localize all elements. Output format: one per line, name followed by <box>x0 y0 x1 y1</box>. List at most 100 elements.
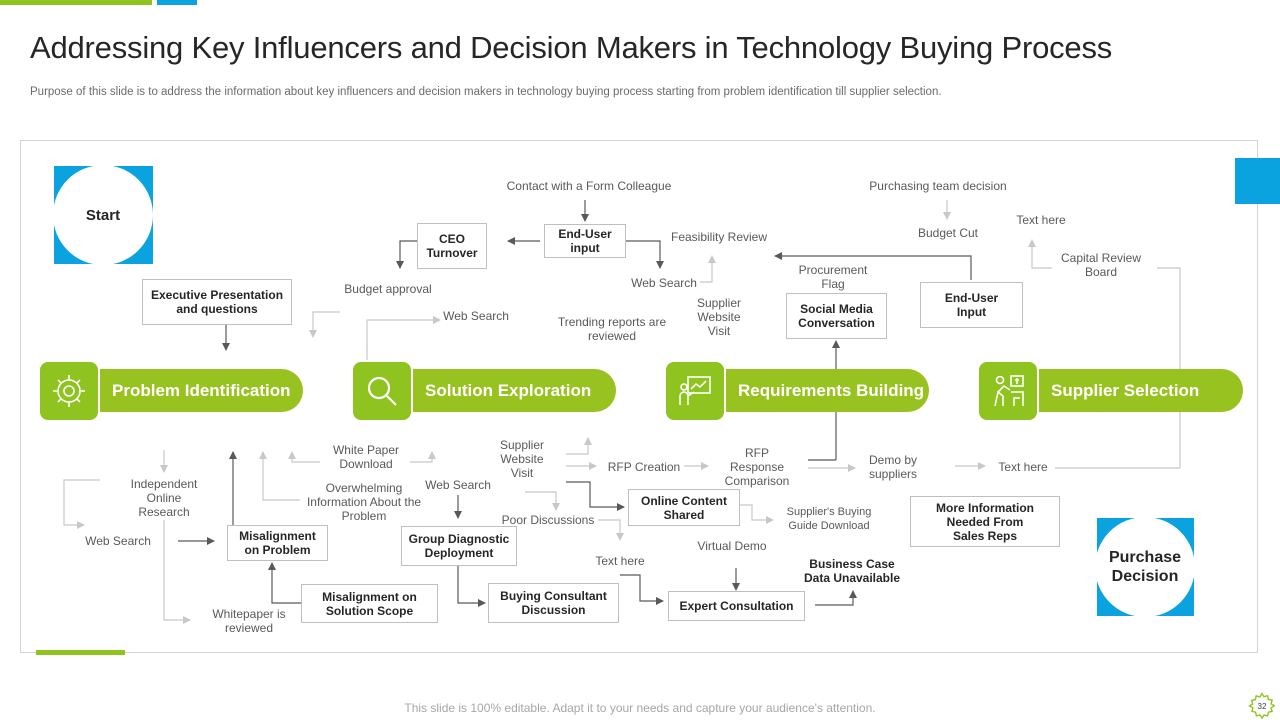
page-subtitle: Purpose of this slide is to address the … <box>30 86 942 98</box>
presentation-icon <box>664 360 726 422</box>
arrow-texthere-to-expert <box>620 574 664 605</box>
label-budget-approval: Budget approval <box>344 282 432 296</box>
box-line: on Problem <box>244 543 311 557</box>
box-line: Conversation <box>798 316 875 330</box>
frame-accent-bar <box>36 650 125 655</box>
box-line: Discussion <box>521 603 586 617</box>
purchase-decision-line1: Purchase <box>1108 549 1182 566</box>
label-poor-discussions: Poor Discussions <box>501 513 595 527</box>
box-line: End-User <box>944 291 999 305</box>
box-more-information: More Information Needed From Sales Reps <box>910 496 1060 547</box>
box-expert-consultation: Expert Consultation <box>668 591 805 621</box>
label-text-here-right: Text here <box>998 460 1048 474</box>
start-circle: Start <box>53 165 153 265</box>
label-contact-colleague: Contact with a Form Colleague <box>506 179 672 193</box>
right-accent-tab <box>1235 158 1280 204</box>
box-misalignment-problem: Misalignment on Problem <box>227 525 328 561</box>
box-line: input <box>570 241 600 255</box>
box-executive-presentation: Executive Presentation and questions <box>142 279 292 325</box>
box-line: Turnover <box>426 246 478 260</box>
box-line: Buying Consultant <box>500 589 607 603</box>
label-text-here-top: Text here <box>1016 213 1066 227</box>
box-line: Expert Consultation <box>679 599 794 613</box>
box-line: Misalignment on <box>322 589 417 604</box>
purchase-decision-line2: Decision <box>1111 568 1179 585</box>
arrow-whitepaper-light <box>163 520 191 624</box>
top-accent-blue <box>157 0 197 5</box>
box-buying-consultant: Buying Consultant Discussion <box>488 583 619 623</box>
box-line: Executive Presentation <box>150 288 284 302</box>
box-line: Shared <box>663 507 705 522</box>
label-text-here-bottom: Text here <box>595 554 645 568</box>
label-web-search-bottom: Web Search <box>425 478 491 492</box>
box-line: Group Diagnostic <box>408 532 510 546</box>
worker-money-icon <box>977 360 1039 422</box>
stage-label: Supplier Selection <box>1051 381 1200 400</box>
stage-label: Problem Identification <box>112 381 291 400</box>
stage-label: Solution Exploration <box>425 381 592 400</box>
box-group-diagnostic: Group Diagnostic Deployment <box>401 526 517 566</box>
arrow-ceo-down <box>396 240 417 269</box>
arrow-whitepaper-download-b <box>410 451 436 463</box>
arrow-budget-light <box>309 311 340 338</box>
box-line: Deployment <box>424 546 494 560</box>
arrow-loop-left-light <box>63 479 100 529</box>
box-line: Needed From <box>946 514 1024 529</box>
arrow-group-to-consultant <box>457 566 486 607</box>
box-line: and questions <box>176 302 258 316</box>
arrow-site-down-light <box>525 491 560 511</box>
box-social-media-conversation: Social Media Conversation <box>786 293 887 339</box>
top-accent-green <box>0 0 152 5</box>
arrow-expert-to-business <box>815 590 857 606</box>
arrow-scope-to-misalign <box>268 562 302 604</box>
box-end-user-input: End-User input <box>544 224 626 258</box>
diagram-frame <box>20 140 1258 653</box>
footer-note: This slide is 100% editable. Adapt it to… <box>404 701 876 715</box>
box-line: Misalignment <box>239 529 316 543</box>
arrow-endinput-to-feasibility <box>774 252 972 280</box>
box-line: More Information <box>936 500 1034 515</box>
magnifier-icon <box>351 360 413 422</box>
arrow-site-up-light <box>566 437 592 455</box>
box-line: Solution Scope <box>325 603 414 618</box>
page-title: Addressing Key Influencers and Decision … <box>30 30 1113 65</box>
box-ceo-turnover: CEO Turnover <box>417 223 487 269</box>
label-web-search-left: Web Search <box>85 534 151 548</box>
box-line: Online Content <box>641 493 727 508</box>
gear-network-icon <box>38 360 100 422</box>
box-end-user-input-2: End-User Input <box>920 282 1023 328</box>
box-line: End-User <box>558 227 612 241</box>
box-line: Social Media <box>800 302 873 316</box>
box-line: Input <box>956 305 987 319</box>
arrow-guide-light <box>740 504 774 524</box>
box-online-content-shared: Online Content Shared <box>628 489 740 526</box>
page-number-badge: 32 <box>1248 692 1276 720</box>
purchase-decision-circle: Purchase Decision <box>1095 517 1195 617</box>
arrow-feasibility-light <box>700 255 716 283</box>
box-line: Sales Reps <box>952 528 1018 543</box>
gear-icon: 32 <box>1248 692 1276 720</box>
arrow-capital-light <box>1157 267 1181 468</box>
label-feasibility-review: Feasibility Review <box>670 230 768 244</box>
arrow-site-to-content <box>566 481 625 511</box>
label-web-search-mid: Web Search <box>443 309 509 323</box>
start-label: Start <box>85 206 121 224</box>
arrow-poor-light <box>598 519 624 541</box>
label-rfp-creation: RFP Creation <box>607 460 681 474</box>
label-budget-cut: Budget Cut <box>917 226 979 240</box>
page-number: 32 <box>1258 702 1267 711</box>
label-web-search-top: Web Search <box>631 276 697 290</box>
label-virtual-demo: Virtual Demo <box>697 539 767 553</box>
label-purchasing-team: Purchasing team decision <box>869 179 1007 193</box>
